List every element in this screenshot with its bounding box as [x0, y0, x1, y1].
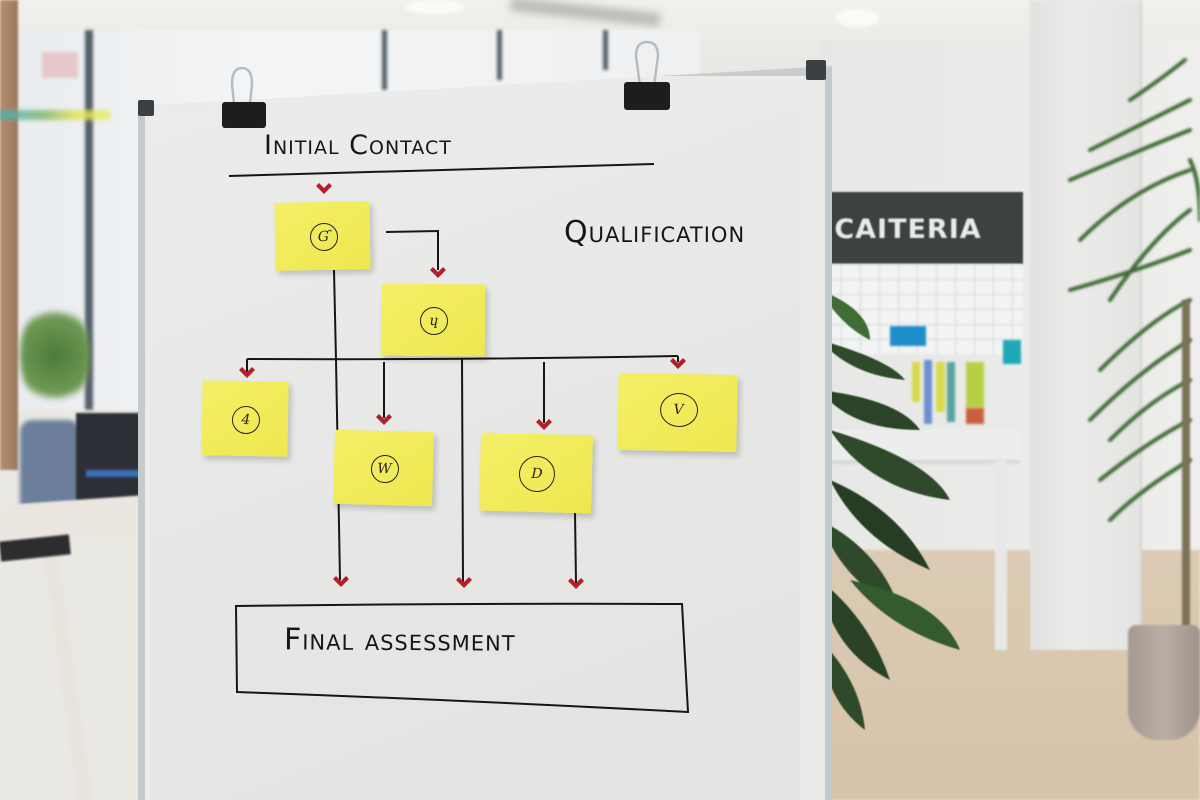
binder: [912, 362, 920, 402]
laptop-screen-bar: [86, 470, 140, 477]
criteria-sign-text: CAITERIA: [834, 214, 982, 245]
note-mark: W: [370, 454, 399, 484]
binder: [924, 360, 932, 424]
wall-chart-blue: [890, 326, 926, 346]
window-mullion: [85, 30, 93, 410]
sticky-note-3[interactable]: 4: [201, 380, 289, 457]
plant-middle: [820, 290, 960, 730]
binder: [966, 362, 984, 408]
criteria-banner: [823, 192, 1023, 264]
window-sticky-row: [0, 110, 110, 120]
binder: [966, 408, 984, 424]
sticky-note-5[interactable]: D: [478, 432, 594, 514]
wall-pillar: [1030, 0, 1142, 650]
plant-pot: [1128, 625, 1200, 740]
binder-clip-right: [624, 40, 670, 110]
note-mark: Ɠ: [309, 222, 338, 252]
ceiling-light: [405, 0, 465, 14]
note-mark: V: [659, 392, 698, 427]
wall-chart-teal: [1003, 340, 1021, 364]
plant-palm: [1068, 58, 1200, 522]
palm-trunk: [1182, 300, 1190, 640]
window-note: [42, 52, 78, 78]
shelf-leg: [995, 460, 1007, 650]
note-mark: D: [518, 455, 556, 493]
sticky-note-1[interactable]: Ɠ: [274, 201, 371, 271]
sticky-note-6[interactable]: V: [617, 372, 738, 453]
note-mark: 4: [231, 405, 261, 434]
frame-corner: [138, 100, 154, 116]
person-background: [20, 420, 80, 515]
ceiling-light: [836, 9, 880, 27]
binder: [947, 362, 955, 422]
laptop: [76, 413, 140, 505]
window-mullion: [382, 30, 387, 90]
binder: [936, 362, 945, 412]
binder-clip-left: [222, 66, 266, 128]
window-mullion: [497, 30, 502, 80]
window-mullion: [603, 30, 608, 70]
arrowheads: [239, 183, 686, 589]
diagram-header-initial-contact: Initial Contact: [264, 130, 452, 161]
frame-corner: [806, 60, 826, 80]
diagram-label-qualification: Qualification: [564, 215, 746, 250]
sticky-note-2[interactable]: ɥ: [380, 283, 486, 357]
plant-left: [20, 300, 90, 410]
note-mark: ɥ: [419, 306, 449, 336]
sticky-note-4[interactable]: W: [333, 429, 434, 507]
